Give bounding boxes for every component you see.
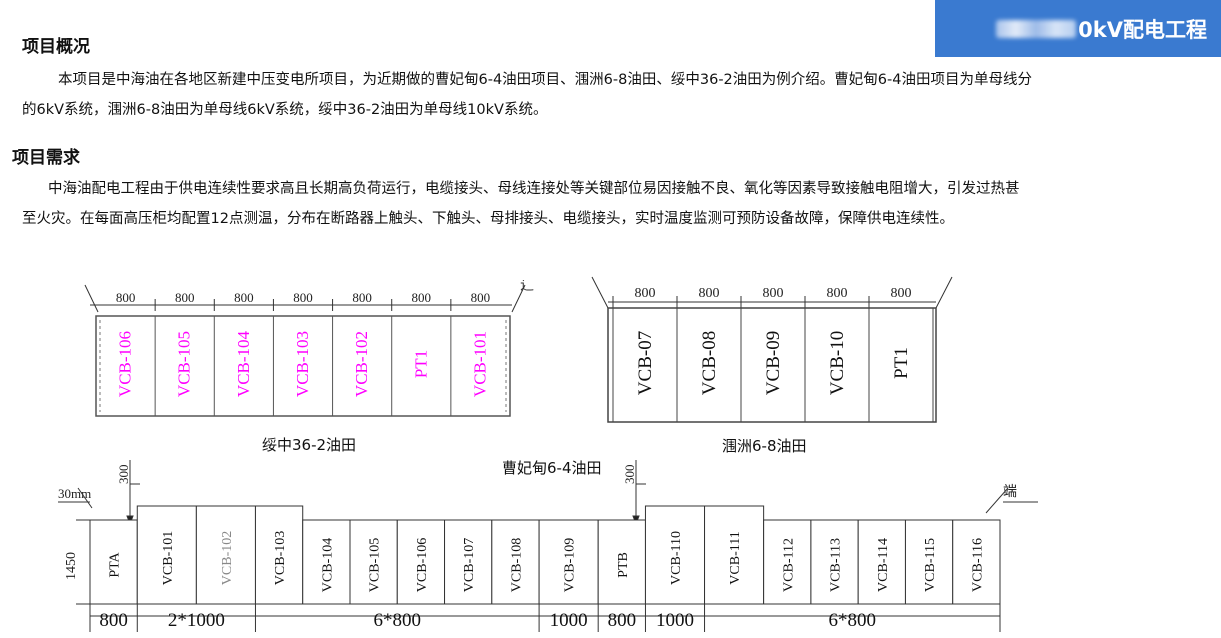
cabinet-cell	[810, 519, 859, 605]
cabinet-row-frame	[607, 307, 937, 423]
dimension-label: 800	[352, 290, 372, 305]
cabinet-label: VCB-115	[923, 538, 938, 592]
dimension-label: 800	[116, 290, 136, 305]
dimension-label: 1000	[550, 610, 588, 631]
cabinet-cell	[136, 505, 197, 605]
dimension-label: 800	[175, 290, 195, 305]
cabinet-label: PT1	[411, 350, 430, 378]
dimension-label: 6*800	[829, 610, 877, 631]
cabinet-cell	[396, 519, 446, 605]
cabinet-cell	[444, 519, 493, 605]
cabinet-label: VCB-101	[161, 531, 176, 585]
dimension-label: 800	[471, 290, 491, 305]
cabinet-label: VCB-102	[220, 531, 235, 585]
banner-title: 0kV配电工程	[1078, 17, 1207, 42]
cabinet-cell	[904, 519, 954, 605]
cabinet-label: VCB-101	[470, 331, 489, 397]
offset-label-2: 300	[622, 465, 637, 485]
header-banner: 0kV配电工程	[935, 0, 1221, 57]
right-note: 端	[1003, 484, 1017, 500]
corner-glyph: 辶	[520, 280, 534, 294]
cabinet-cell	[89, 519, 138, 605]
dimension-label: 800	[234, 290, 254, 305]
cabinet-label: VCB-09	[763, 331, 784, 395]
weizhou-caption: 涠洲6-8油田	[722, 437, 807, 455]
cabinet-label: VCB-105	[175, 331, 194, 397]
cabinet-cell	[195, 505, 256, 605]
dimension-label: 800	[99, 610, 128, 631]
cabinet-cell	[254, 505, 304, 605]
dimension-label: 800	[608, 610, 637, 631]
cabinet-label: VCB-103	[273, 531, 288, 585]
overview-line-2: 的6kV系统，涠洲6-8油田为单母线6kV系统，绥中36-2油田为单母线10kV…	[22, 102, 548, 118]
dimension-label: 6*800	[374, 610, 422, 631]
dimension-labels: 800 800 800 800 800 800 800	[116, 290, 490, 311]
cabinet-label: VCB-104	[234, 330, 253, 397]
dimension-label: 800	[891, 286, 912, 301]
cabinet-label: VCB-114	[876, 538, 891, 592]
dimension-labels: 800 800 800 800 800	[612, 286, 912, 308]
requirements-line-2: 至火灾。在每面高压柜均配置12点测温，分布在断路器上触头、下触头、母排接头、电缆…	[22, 211, 954, 227]
cabinet-row-frame	[95, 315, 511, 417]
overview-line-1: 本项目是中海油在各地区新建中压变电所项目，为近期做的曹妃甸6-4油田项目、涠洲6…	[58, 72, 1032, 88]
cabinet-cells: PTA VCB-101 VCB-102 VCB-103 VCB-104 VCB-105 VC…	[89, 505, 1001, 605]
cabinet-label: VCB-102	[352, 331, 371, 397]
cabinet-cell	[644, 505, 706, 605]
cabinet-label: VCB-116	[970, 538, 985, 592]
dimension-label: 800	[635, 286, 656, 301]
dimension-lines	[591, 276, 953, 309]
dimension-label: 2*1000	[168, 610, 225, 631]
cabinet-label: VCB-07	[635, 331, 656, 395]
requirements-line-1: 中海油配电工程由于供电连续性要求高且长期高负荷运行，电缆接头、母线连接处等关键部…	[48, 181, 1020, 197]
cabinet-cell	[302, 519, 351, 605]
overview-heading: 项目概况	[22, 37, 90, 57]
cabinet-label: VCB-103	[293, 331, 312, 397]
left-note: 30mm	[58, 486, 91, 501]
cabinet-label: VCB-112	[781, 538, 796, 592]
dimension-label: 800	[293, 290, 313, 305]
cabinet-label: PTA	[108, 551, 123, 577]
dimension-label: 800	[412, 290, 432, 305]
caofeidian-caption: 曹妃甸6-4油田	[502, 459, 602, 477]
cabinet-label: VCB-109	[563, 538, 578, 592]
cabinet-label: VCB-08	[699, 331, 720, 395]
cabinet-label: VCB-106	[116, 331, 135, 397]
cabinet-label: VCB-10	[827, 331, 848, 395]
cabinet-label: VCB-106	[415, 538, 430, 592]
dimension-label: 800	[699, 286, 720, 301]
caofeidian-layout-diagram: 30mm 端 300 300 1450 PTA VCB-101 VCB-102 VCB…	[58, 460, 1038, 632]
cabinet-cell	[491, 519, 540, 605]
cabinet-cell	[349, 519, 398, 605]
cabinet-label: PTB	[616, 552, 631, 578]
weizhou-layout-diagram: 800 800 800 800 800 VCB-07 VCB-08 VCB-09 VCB-10…	[591, 276, 953, 423]
cabinet-label: VCB-104	[320, 538, 335, 592]
height-label: 1450	[64, 552, 79, 580]
cabinet-cell	[597, 519, 646, 605]
dimension-labels: 800 2*1000 6*800 1000 800 1000 6*800	[89, 604, 1001, 632]
cabinet-label: VCB-105	[368, 538, 383, 592]
suizhong-caption: 绥中36-2油田	[262, 436, 357, 454]
cabinet-label: VCB-111	[728, 531, 743, 584]
cabinet-cell	[763, 519, 812, 605]
dimension-lines	[84, 284, 526, 313]
cabinet-cells: VCB-07 VCB-08 VCB-09 VCB-10 PT1	[612, 308, 934, 422]
cabinet-label: VCB-107	[462, 538, 477, 592]
cabinet-cells: VCB-106 VCB-105 VCB-104 VCB-103 VCB-102 PT1 VC…	[99, 316, 507, 416]
requirements-heading: 项目需求	[12, 148, 80, 168]
cabinet-label: VCB-108	[509, 538, 524, 592]
cabinet-cell	[538, 519, 599, 605]
cabinet-cell	[952, 519, 1001, 605]
cabinet-cell	[857, 519, 906, 605]
cabinet-label: VCB-113	[829, 538, 844, 592]
dimension-label: 800	[827, 286, 848, 301]
dimension-label: 1000	[656, 610, 694, 631]
blurred-text	[996, 19, 1077, 38]
cabinet-label: VCB-110	[669, 531, 684, 585]
cabinet-label: PT1	[891, 347, 912, 379]
dimension-label: 800	[763, 286, 784, 301]
offset-label-1: 300	[116, 465, 131, 485]
